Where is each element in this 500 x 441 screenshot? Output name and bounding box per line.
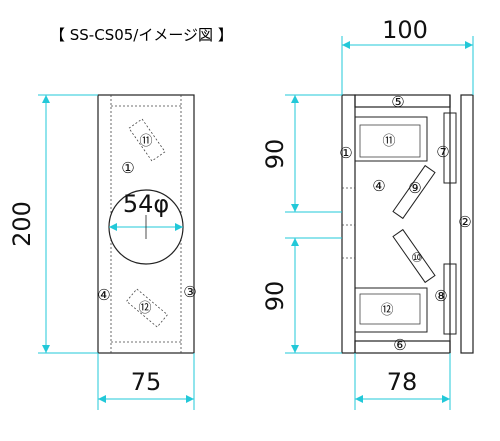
side-top-width-dimension: 100 [341, 16, 474, 95]
front-height-dimension: 200 [8, 94, 98, 354]
front-part-11-hidden [128, 118, 166, 162]
side-part-7-label: ⑦ [436, 143, 449, 161]
box-12-inner [359, 293, 421, 325]
side-part-10-label: ⑩ [411, 251, 423, 266]
box-12 [354, 287, 428, 333]
side-part-6-label: ⑥ [393, 336, 406, 354]
front-part-4-label: ④ [97, 286, 110, 304]
hole-diameter-label: 54φ [123, 190, 169, 218]
front-width-dimension: 75 [97, 353, 195, 410]
side-part-5-label: ⑤ [391, 93, 404, 111]
side-upper-height-dimension: 90 [261, 94, 342, 213]
side-part-1-label: ① [339, 144, 352, 162]
front-width-label: 75 [131, 368, 162, 396]
front-part-12-label: ⑫ [138, 301, 151, 316]
strip-8 [443, 263, 457, 335]
side-part-11-label: ⑪ [382, 134, 395, 149]
side-panel-1 [341, 94, 356, 354]
side-part-4-label: ④ [372, 177, 385, 195]
side-bottom-width-dimension: 78 [354, 353, 451, 410]
side-part-9-label: ⑨ [408, 179, 421, 197]
box-11 [354, 116, 428, 162]
side-part-2-label: ② [458, 213, 471, 231]
side-view: ⑤ ⑪ ① ⑦ ④ ⑨ ② ⑩ ⑧ ⑫ ⑥ [339, 93, 474, 354]
side-lower-height-dimension: 90 [261, 237, 342, 354]
front-view: 54φ ⑪ ① ④ ③ ⑫ [97, 94, 197, 354]
side-upper-height-label: 90 [261, 139, 289, 170]
front-part-1-label: ① [121, 159, 134, 177]
side-lower-height-label: 90 [261, 281, 289, 312]
front-part-3-label: ③ [183, 283, 196, 301]
front-height-label: 200 [8, 201, 36, 247]
box-11-inner [359, 124, 421, 158]
side-top-width-label: 100 [382, 16, 428, 44]
side-part-8-label: ⑧ [434, 287, 447, 305]
hook-9 [392, 164, 436, 220]
front-part-11-label: ⑪ [139, 134, 152, 149]
strip-7 [443, 112, 457, 184]
page-title: 【 SS-CS05/イメージ図 】 [50, 26, 233, 44]
side-part-12-label: ⑫ [380, 303, 393, 318]
side-panel-2 [460, 94, 474, 354]
side-bottom-width-label: 78 [387, 368, 418, 396]
front-panel-outline [97, 94, 195, 354]
hook-10 [392, 228, 436, 284]
